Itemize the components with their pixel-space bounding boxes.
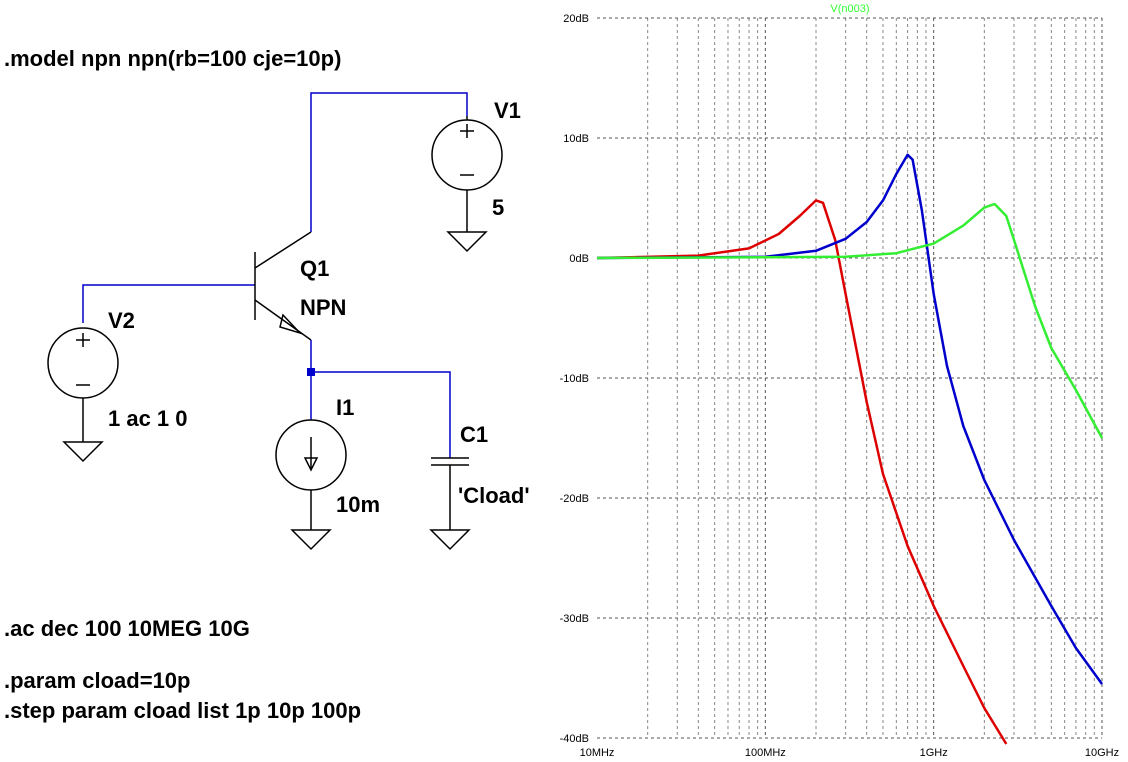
i1-value: 10m	[336, 492, 380, 517]
model-directive[interactable]: .model npn npn(rb=100 cje=10p)	[4, 46, 341, 71]
y-tick-label: -20dB	[560, 493, 589, 505]
trace-series-2[interactable]	[596, 153, 1104, 685]
ac-plot[interactable]: V(n003) 20dB10dB0dB-10dB-20dB-30dB-40dB …	[560, 3, 1119, 759]
v2-source[interactable]	[47, 327, 119, 463]
y-tick-label: -30dB	[560, 613, 589, 625]
wires	[82, 92, 468, 458]
traces	[596, 153, 1104, 745]
x-tick-label: 100MHz	[745, 747, 786, 759]
q1-transistor[interactable]	[254, 231, 312, 341]
trace-series-1[interactable]	[596, 199, 1008, 745]
c1-capacitor[interactable]	[429, 457, 471, 551]
emitter-junction-dot	[307, 368, 315, 376]
v1-label: V1	[494, 98, 521, 123]
schematic: .model npn npn(rb=100 cje=10p) .ac dec 1…	[4, 46, 530, 723]
ac-directive[interactable]: .ac dec 100 10MEG 10G	[4, 616, 250, 641]
plot-grid	[597, 17, 1103, 739]
y-tick-label: -40dB	[560, 733, 589, 745]
v2-value: 1 ac 1 0	[108, 406, 188, 431]
c1-label: C1	[460, 422, 488, 447]
y-tick-label: 10dB	[563, 133, 589, 145]
y-tick-label: -10dB	[560, 373, 589, 385]
v1-source[interactable]	[431, 116, 503, 253]
y-tick-label: 0dB	[569, 253, 589, 265]
y-tick-label: 20dB	[563, 13, 589, 25]
x-tick-label: 10MHz	[580, 747, 615, 759]
wire-emitter-c1[interactable]	[310, 340, 451, 458]
param-directive[interactable]: .param cload=10p	[4, 668, 190, 693]
step-directive[interactable]: .step param cload list 1p 10p 100p	[4, 698, 361, 723]
i1-label: I1	[336, 395, 354, 420]
y-axis: 20dB 10dB 0dB -10dB -20dB -30dB -40dB	[560, 13, 589, 745]
v1-value: 5	[492, 195, 504, 220]
trace-series-3[interactable]	[596, 202, 1104, 439]
q1-value: NPN	[300, 295, 346, 320]
q1-label: Q1	[300, 256, 329, 281]
x-tick-label: 10GHz	[1085, 747, 1119, 759]
trace-label[interactable]: V(n003)	[830, 3, 869, 15]
wire-collector-v1[interactable]	[310, 92, 468, 232]
wire-base-v2[interactable]	[82, 284, 255, 323]
c1-value: 'Cload'	[458, 483, 530, 508]
x-axis: 10MHz 100MHz 1GHz 10GHz	[580, 747, 1120, 759]
i1-current-source[interactable]	[275, 419, 347, 551]
x-tick-label: 1GHz	[920, 747, 948, 759]
v2-label: V2	[108, 308, 135, 333]
